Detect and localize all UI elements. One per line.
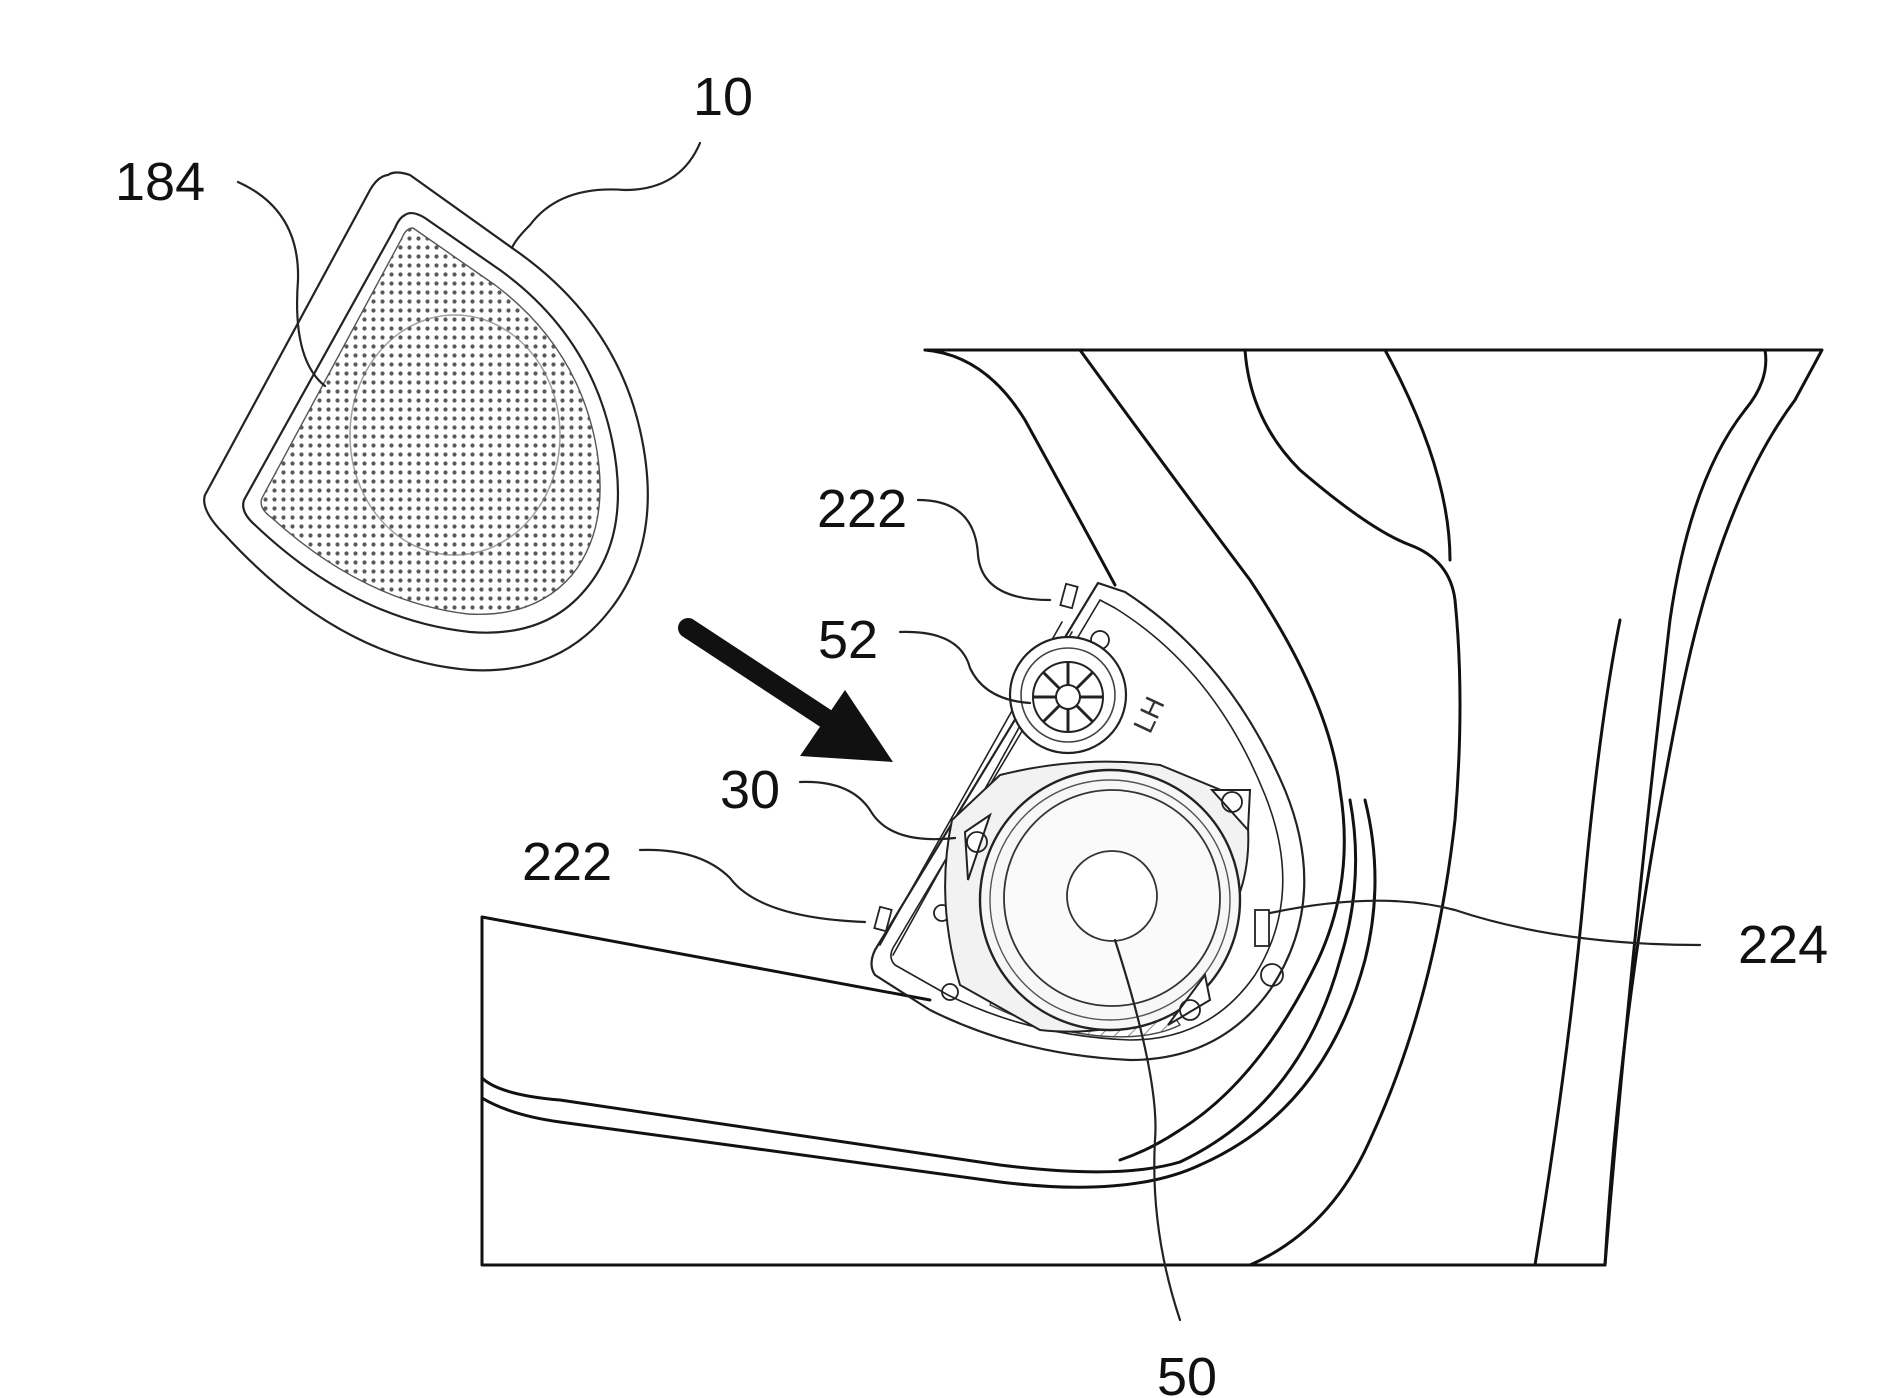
grille-mesh-184 xyxy=(260,227,601,616)
leader-10 xyxy=(510,141,702,250)
door-curve-4 xyxy=(1603,348,1768,1267)
housing-marking-lh: LH xyxy=(1127,692,1170,738)
door-curve-2 xyxy=(1243,348,1462,1267)
door-curve-1 xyxy=(1078,348,1346,1162)
leader-lines xyxy=(236,141,1702,1322)
leader-184 xyxy=(236,180,327,388)
insertion-arrow-icon xyxy=(678,618,893,762)
leader-222-top xyxy=(916,498,1052,602)
leader-222-bottom xyxy=(638,848,867,924)
door-pocket-curve-inner xyxy=(1198,798,1377,1167)
speaker-housing: LH xyxy=(870,581,1306,1062)
housing-inner-shell xyxy=(890,599,1284,1041)
leader-30 xyxy=(798,780,957,841)
label-222-bottom: 222 xyxy=(522,832,612,892)
label-30: 30 xyxy=(720,760,780,820)
woofer-side-fastener xyxy=(1260,963,1284,987)
connector-224 xyxy=(1254,909,1270,947)
label-224: 224 xyxy=(1738,915,1828,975)
label-52: 52 xyxy=(818,610,878,670)
housing-outer-shell xyxy=(870,581,1306,1062)
tweeter xyxy=(1008,635,1128,755)
door-pocket-curve-outer xyxy=(1178,798,1358,1164)
reference-numerals: 10 184 222 52 30 222 224 50 xyxy=(115,67,1828,1398)
label-184: 184 xyxy=(115,152,205,212)
label-10: 10 xyxy=(693,67,753,127)
door-trim-line-2 xyxy=(480,1096,1202,1189)
door-trim-line-1 xyxy=(480,1076,1182,1174)
door-curve-3 xyxy=(1383,348,1452,562)
tweeter-spokes xyxy=(1033,662,1103,732)
grille-outer-rim xyxy=(203,171,649,672)
label-50: 50 xyxy=(1157,1347,1217,1398)
grille-cover xyxy=(203,171,649,672)
mounting-pin-bottom xyxy=(873,904,959,1001)
grille-inner-speaker-ghost xyxy=(349,314,561,556)
woofer-mount-triangle-l xyxy=(963,812,992,881)
door-left-contour xyxy=(923,348,1117,587)
woofer xyxy=(944,760,1284,1033)
door-curve-5 xyxy=(1533,618,1622,1267)
grille-inner-rim xyxy=(242,211,620,634)
leader-224 xyxy=(1268,899,1702,947)
mounting-pin-top xyxy=(1059,582,1110,650)
leader-52 xyxy=(898,630,1032,705)
label-222-top: 222 xyxy=(817,479,907,539)
leader-50 xyxy=(1113,938,1182,1322)
door-panel xyxy=(480,348,1824,1267)
